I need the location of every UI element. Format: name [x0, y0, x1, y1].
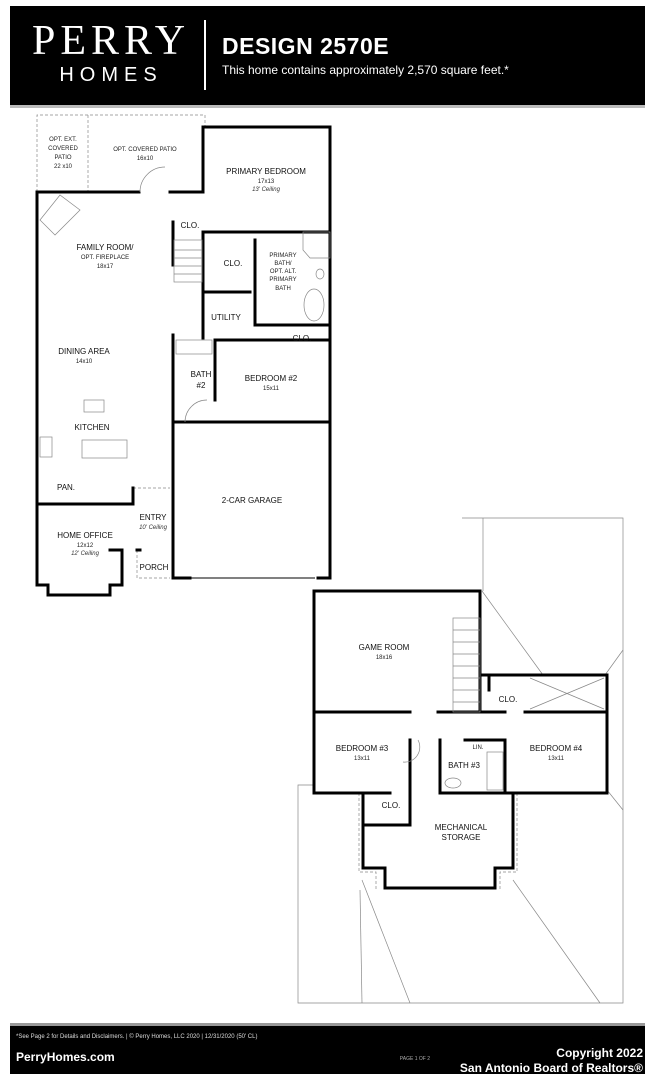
bedroom3-label: BEDROOM #3 — [336, 744, 389, 753]
logo-bottom: HOMES — [59, 64, 163, 86]
page-number: PAGE 1 OF 2 — [399, 1056, 430, 1062]
porch-label: PORCH — [140, 563, 169, 572]
bedroom4-label: BEDROOM #4 — [530, 744, 583, 753]
primary-bedroom-note: 13' Ceiling — [252, 187, 280, 193]
footer-disclaimer: *See Page 2 for Details and Disclaimers.… — [16, 1034, 258, 1040]
header-shadow — [10, 105, 645, 108]
opt-patio-label: OPT. COVERED PATIO — [113, 147, 177, 153]
opt-ext-patio-label-3: PATIO — [54, 155, 71, 161]
dining-area-size: 14x10 — [76, 359, 93, 365]
family-room-label: FAMILY ROOM/ — [76, 243, 134, 252]
bedroom2-label: BEDROOM #2 — [245, 374, 298, 383]
family-room-label-2: OPT. FIREPLACE — [81, 255, 129, 261]
home-office-label: HOME OFFICE — [57, 531, 113, 540]
first-floor-walls — [35, 125, 332, 597]
pantry-label: PAN. — [57, 483, 75, 492]
primary-bedroom-label: PRIMARY BEDROOM — [226, 167, 306, 176]
primary-bath-label-3: OPT. ALT. — [270, 269, 297, 275]
header-banner: PERRY HOMES DESIGN 2570E This home conta… — [10, 6, 645, 105]
header-divider — [204, 20, 206, 90]
perry-homes-logo: PERRY HOMES — [26, 20, 196, 88]
bath2-label-2: #2 — [197, 381, 206, 390]
closet-label: CLO. — [499, 695, 518, 704]
family-room-size: 18x17 — [97, 264, 114, 270]
game-room-size: 18x16 — [376, 655, 393, 661]
home-office-note: 12' Ceiling — [71, 551, 99, 557]
bedroom4-size: 13x11 — [548, 756, 565, 762]
copyright-line-2: San Antonio Board of Realtors® — [459, 1061, 643, 1075]
roof-lines — [297, 517, 624, 1004]
closet-label: CLO. — [224, 259, 243, 268]
logo-top: PERRY — [31, 18, 191, 64]
primary-bath-label-4: PRIMARY — [269, 277, 296, 283]
mechanical-label-2: STORAGE — [442, 833, 481, 842]
first-floor-fixtures — [39, 166, 331, 459]
utility-label: UTILITY — [211, 313, 241, 322]
opt-ext-patio-size: 22 x10 — [54, 164, 73, 170]
closet-label: CLO. — [181, 221, 200, 230]
primary-bath-label-5: BATH — [275, 286, 291, 292]
primary-bedroom-size: 17x13 — [258, 179, 275, 185]
design-subtitle: This home contains approximately 2,570 s… — [222, 63, 509, 77]
entry-note: 10' Ceiling — [139, 525, 167, 531]
game-room-label: GAME ROOM — [359, 643, 410, 652]
kitchen-label: KITCHEN — [74, 423, 109, 432]
primary-bath-label-2: BATH/ — [274, 261, 292, 267]
patio-outline — [36, 114, 206, 579]
garage-label: 2-CAR GARAGE — [222, 496, 282, 505]
mechanical-label: MECHANICAL — [435, 823, 488, 832]
opt-patio-size: 16x10 — [137, 156, 154, 162]
closet-label: CLO. — [382, 801, 401, 810]
closet-label: CLO. — [293, 334, 312, 343]
opt-ext-patio-label-2: COVERED — [48, 146, 78, 152]
copyright-line-1: Copyright 2022 — [556, 1046, 643, 1060]
design-title: DESIGN 2570E — [222, 33, 390, 59]
primary-bath-label: PRIMARY — [269, 253, 296, 259]
bedroom2-size: 15x11 — [263, 386, 280, 392]
entry-label: ENTRY — [140, 513, 168, 522]
second-floor-fixtures — [402, 617, 605, 791]
footer-banner: *See Page 2 for Details and Disclaimers.… — [10, 1023, 645, 1076]
home-office-size: 12x12 — [77, 543, 94, 549]
copyright-watermark: Copyright 2022 San Antonio Board of Real… — [460, 1046, 643, 1076]
second-floor-walls — [312, 589, 609, 890]
bath3-label: BATH #3 — [448, 761, 480, 770]
opt-ext-patio-label: OPT. EXT. — [49, 137, 77, 143]
linen-label: LIN. — [472, 745, 483, 751]
website-link[interactable]: PerryHomes.com — [16, 1050, 115, 1064]
bedroom3-size: 13x11 — [354, 756, 371, 762]
bath2-label: BATH — [191, 370, 212, 379]
dining-area-label: DINING AREA — [58, 347, 110, 356]
